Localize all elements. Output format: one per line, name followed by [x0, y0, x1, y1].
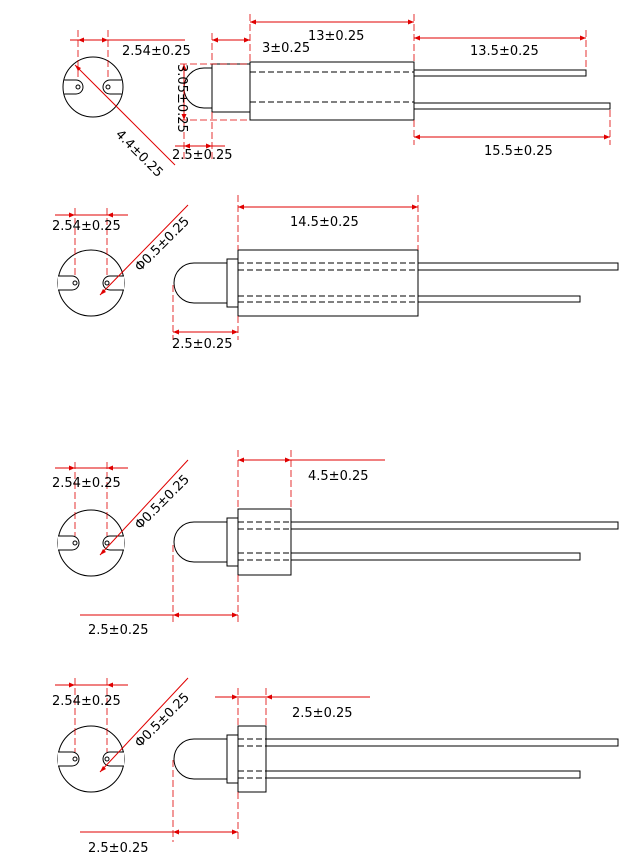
lens-dome: [173, 262, 227, 304]
view-1: 2.54±0.25 4.4±0.25 13±0.25: [62, 14, 611, 181]
view-1-top-dimensions: 13±0.25 3±0.25 13.5±0.25: [211, 14, 587, 70]
view-2-pitch-dimension: 2.54±0.25: [52, 208, 128, 276]
body-sleeve: [237, 249, 419, 317]
view-2-body-length-label: 14.5±0.25: [290, 215, 359, 230]
lens-flange: [226, 734, 239, 784]
lens-flange: [226, 258, 239, 308]
view-1-long-lead-label: 15.5±0.25: [484, 144, 553, 159]
view-4-body-length-label: 2.5±0.25: [292, 706, 353, 721]
short-lead: [417, 295, 581, 303]
left-lead-hole: [72, 756, 78, 762]
lens-bush: [211, 63, 251, 113]
short-lead: [413, 69, 587, 77]
view-1-small-diameter-label: 3.05±0.25: [174, 64, 189, 133]
view-1-body-length-label: 13±0.25: [308, 29, 364, 44]
end-view-circle: [62, 56, 124, 118]
view-3-body-length-label: 4.5±0.25: [308, 469, 369, 484]
long-lead: [413, 102, 611, 110]
view-3-end-view: [57, 509, 125, 577]
view-1-pitch-label: 2.54±0.25: [122, 44, 191, 59]
left-lead-hole: [72, 280, 78, 286]
view-4-end-view: [57, 725, 125, 793]
view-2-end-view: [57, 249, 125, 317]
view-4-side-view: [173, 725, 619, 793]
view-1-bush-length-label: 3±0.25: [262, 41, 310, 56]
view-1-end-view: [62, 56, 124, 118]
view-2-lens-dimension: 2.5±0.25: [172, 285, 239, 352]
long-lead: [265, 738, 619, 747]
left-lead-notch: [64, 79, 84, 95]
view-3-pin-diameter-label: Φ0.5±0.25: [132, 472, 193, 533]
short-lead: [265, 770, 581, 779]
body-sleeve: [237, 725, 267, 793]
lens-dome: [173, 521, 227, 563]
body-sleeve: [249, 61, 415, 121]
view-4-length-dimension: 2.5±0.25: [215, 688, 370, 726]
view-2-side-view: [173, 249, 619, 317]
right-lead-notch: [102, 751, 124, 767]
view-3-pitch-dimension: 2.54±0.25: [52, 462, 128, 536]
body-sleeve: [237, 508, 292, 576]
view-4: 2.54±0.25 Φ0.5±0.25 2.5±0.25: [52, 677, 619, 856]
view-2-length-dimension: 14.5±0.25: [237, 195, 419, 250]
left-lead-notch: [58, 535, 80, 551]
left-lead-notch: [58, 751, 80, 767]
view-3-side-view: [173, 508, 619, 576]
left-lead-notch: [58, 275, 80, 291]
right-lead-hole: [105, 84, 111, 90]
view-3-length-dimension: 4.5±0.25: [237, 450, 385, 509]
right-lead-notch: [102, 79, 122, 95]
right-lead-notch: [102, 535, 124, 551]
view-1-diameter-dimension: 4.4±0.25: [74, 64, 176, 181]
right-lead-notch: [102, 275, 124, 291]
view-3-pitch-label: 2.54±0.25: [52, 476, 121, 491]
view-4-pitch-label: 2.54±0.25: [52, 694, 121, 709]
view-4-pitch-dimension: 2.54±0.25: [52, 678, 128, 752]
view-1-diameter-label: 4.4±0.25: [112, 127, 165, 180]
view-2-lens-height-label: 2.5±0.25: [172, 337, 233, 352]
right-lead-hole: [104, 540, 110, 546]
view-1-lens-height-label: 2.5±0.25: [172, 148, 233, 163]
lens-flange: [226, 517, 239, 567]
long-lead: [290, 521, 619, 530]
view-4-lens-height-label: 2.5±0.25: [88, 841, 149, 856]
view-4-lens-dimension: 2.5±0.25: [80, 760, 239, 856]
lens-dome: [173, 738, 227, 780]
view-3: 2.54±0.25 Φ0.5±0.25 4.5±0.25: [52, 450, 619, 638]
view-1-short-lead-label: 13.5±0.25: [470, 44, 539, 59]
view-1-pitch-dimension: 2.54±0.25: [70, 30, 191, 80]
view-2: 2.54±0.25 Φ0.5±0.25 14.5±0.25: [52, 195, 619, 352]
right-lead-hole: [104, 756, 110, 762]
view-1-side-view: [183, 61, 611, 121]
right-lead-hole: [104, 280, 110, 286]
left-lead-hole: [75, 84, 81, 90]
left-lead-hole: [72, 540, 78, 546]
view-1-bottom-dimensions: 15.5±0.25 2.5±0.25 3.05±0.25: [172, 63, 611, 163]
view-3-lens-height-label: 2.5±0.25: [88, 623, 149, 638]
long-lead: [417, 262, 619, 271]
short-lead: [290, 552, 581, 561]
view-3-lens-dimension: 2.5±0.25: [80, 545, 239, 638]
view-2-pitch-label: 2.54±0.25: [52, 219, 121, 234]
